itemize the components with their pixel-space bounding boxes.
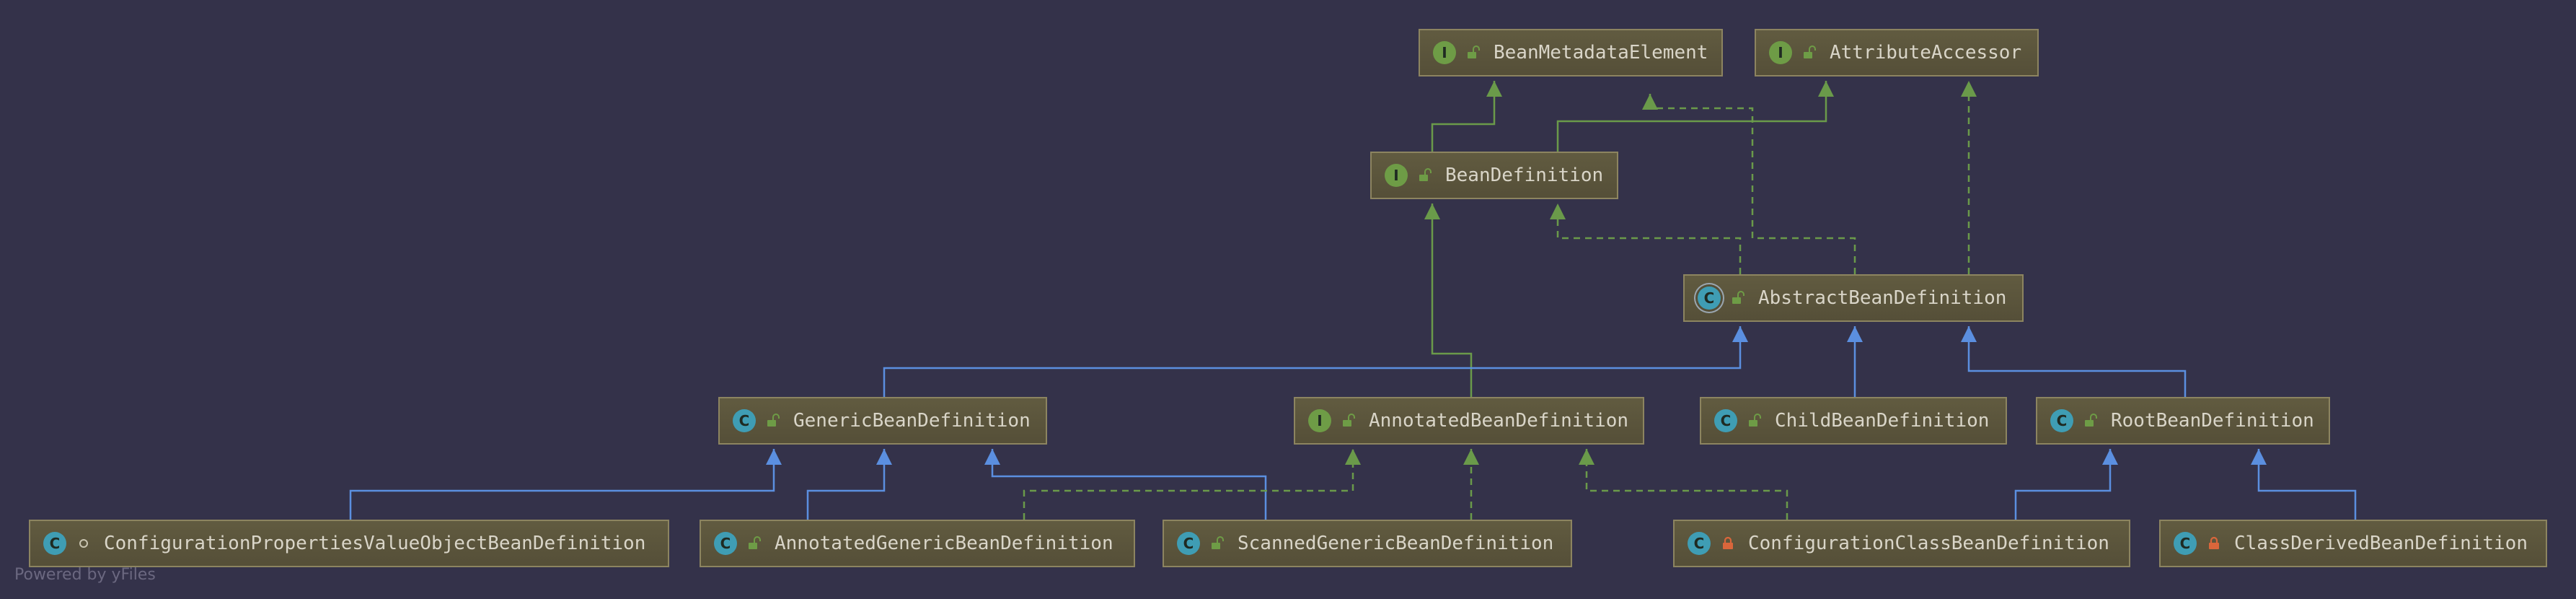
arrowhead-icon <box>2102 449 2118 465</box>
arrowhead-icon <box>876 449 892 465</box>
open-lock-icon <box>766 414 780 428</box>
node-label: GenericBeanDefinition <box>793 410 1031 432</box>
interface-icon: I <box>1308 409 1331 432</box>
arrowhead-icon <box>1424 204 1440 219</box>
class-icon: C <box>43 532 66 555</box>
open-lock-icon <box>1731 291 1745 305</box>
edge-root-abstract <box>1967 326 2187 397</box>
node-label: AnnotatedGenericBeanDefinition <box>775 533 1113 554</box>
edge-configprops-generic <box>349 449 775 520</box>
private-lock-icon <box>2207 536 2221 551</box>
node-label: BeanMetadataElement <box>1494 42 1708 64</box>
node-label: AbstractBeanDefinition <box>1758 287 2007 309</box>
edge-classderived-root <box>2257 449 2357 520</box>
node-configuration-properties-value-object-bean-definition[interactable]: C ConfigurationPropertiesValueObjectBean… <box>29 520 669 567</box>
interface-icon: I <box>1385 164 1408 187</box>
powered-by-label: Powered by yFiles <box>14 566 156 584</box>
interface-icon: I <box>1769 41 1792 64</box>
arrowhead-icon <box>1847 326 1863 342</box>
arrowhead-icon <box>1961 81 1977 97</box>
class-icon: C <box>2050 409 2073 432</box>
open-lock-icon <box>1418 168 1432 183</box>
node-bean-metadata-element[interactable]: I BeanMetadataElement <box>1419 29 1723 76</box>
node-scanned-generic-bean-definition[interactable]: C ScannedGenericBeanDefinition <box>1163 520 1572 567</box>
arrowhead-icon <box>984 449 1000 465</box>
edge-scanned-generic <box>991 449 1267 520</box>
node-label: ScannedGenericBeanDefinition <box>1238 533 1554 554</box>
arrowhead-icon <box>1818 81 1834 97</box>
edge-beandefinition-attributeaccessor <box>1556 81 1827 152</box>
arrowhead-icon <box>1345 449 1361 465</box>
class-icon: C <box>733 409 756 432</box>
node-generic-bean-definition[interactable]: C GenericBeanDefinition <box>718 397 1047 445</box>
arrowhead-icon <box>1486 81 1502 97</box>
edge-scanned-annotated <box>1023 449 1354 520</box>
open-lock-icon <box>2083 414 2098 428</box>
arrowhead-icon <box>766 449 782 465</box>
open-lock-icon <box>1747 414 1762 428</box>
node-attribute-accessor[interactable]: I AttributeAccessor <box>1755 29 2039 76</box>
class-icon: C <box>1688 532 1711 555</box>
class-icon: C <box>1177 532 1200 555</box>
node-label: ConfigurationPropertiesValueObjectBeanDe… <box>104 533 646 554</box>
node-label: ConfigurationClassBeanDefinition <box>1748 533 2109 554</box>
node-configuration-class-bean-definition[interactable]: C ConfigurationClassBeanDefinition <box>1673 520 2130 567</box>
arrowhead-icon <box>1732 326 1748 342</box>
edge-beandefinition-beanmetadataelement <box>1431 81 1496 152</box>
class-icon: C <box>2174 532 2197 555</box>
edge-annotated-beandefinition <box>1431 204 1473 397</box>
node-label: AnnotatedBeanDefinition <box>1369 410 1629 432</box>
node-annotated-generic-bean-definition[interactable]: C AnnotatedGenericBeanDefinition <box>700 520 1135 567</box>
node-label: AttributeAccessor <box>1830 42 2022 64</box>
arrowhead-icon <box>1961 326 1977 342</box>
node-root-bean-definition[interactable]: C RootBeanDefinition <box>2036 397 2330 445</box>
node-child-bean-definition[interactable]: C ChildBeanDefinition <box>1700 397 2007 445</box>
node-label: ChildBeanDefinition <box>1775 410 1990 432</box>
class-icon: C <box>1714 409 1737 432</box>
arrowhead-icon <box>1642 94 1658 110</box>
node-label: BeanDefinition <box>1445 165 1604 186</box>
arrowhead-icon <box>1463 449 1479 465</box>
arrowhead-icon <box>1579 449 1594 465</box>
node-annotated-bean-definition[interactable]: I AnnotatedBeanDefinition <box>1294 397 1644 445</box>
open-lock-icon <box>1466 45 1481 60</box>
node-label: ClassDerivedBeanDefinition <box>2234 533 2528 554</box>
arrowhead-icon <box>1550 204 1566 219</box>
open-lock-icon <box>1802 45 1817 60</box>
edge-generic-abstract <box>883 326 1742 397</box>
class-icon: C <box>714 532 737 555</box>
node-bean-definition[interactable]: I BeanDefinition <box>1370 152 1618 199</box>
node-class-derived-bean-definition[interactable]: C ClassDerivedBeanDefinition <box>2159 520 2547 567</box>
package-dot-icon <box>76 536 91 551</box>
open-lock-icon <box>1341 414 1356 428</box>
open-lock-icon <box>1210 536 1225 551</box>
node-label: RootBeanDefinition <box>2111 410 2314 432</box>
open-lock-icon <box>747 536 762 551</box>
abstract-class-icon: C <box>1698 287 1721 310</box>
node-abstract-bean-definition[interactable]: C AbstractBeanDefinition <box>1683 274 2024 322</box>
interface-icon: I <box>1433 41 1456 64</box>
arrowhead-icon <box>2251 449 2267 465</box>
edge-configclass-root <box>2014 449 2112 520</box>
edge-configclass-annotated <box>1585 449 1788 520</box>
edge-annotatedgeneric-generic <box>806 449 886 520</box>
private-lock-icon <box>1721 536 1735 551</box>
edge-abstract-beandefinition <box>1556 204 1742 274</box>
